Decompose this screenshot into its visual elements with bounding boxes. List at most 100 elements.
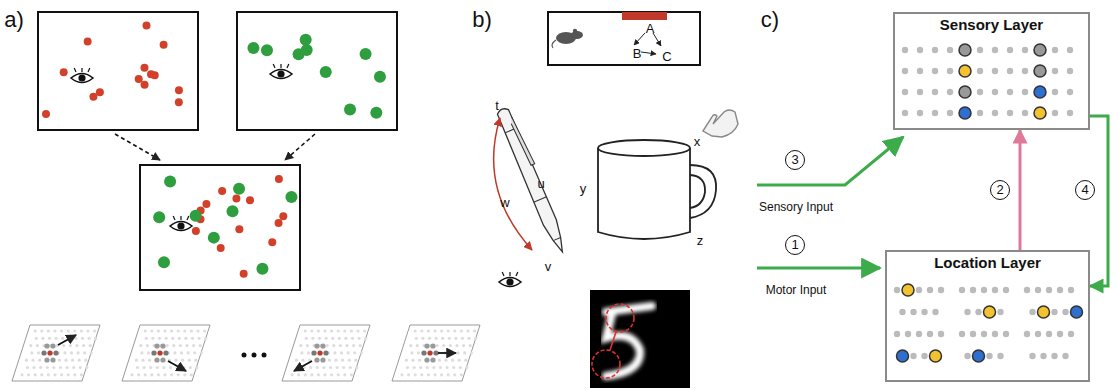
cell-dot (1034, 86, 1046, 98)
feature-dot (256, 263, 268, 275)
grid-cell-tile (122, 325, 210, 381)
feature-dot (320, 66, 332, 78)
cell-dot (932, 47, 938, 53)
point-label: t (495, 98, 499, 113)
cell-dot (986, 353, 992, 359)
scan-arc (494, 118, 532, 250)
cell-dot (1052, 110, 1058, 116)
feature-dot (96, 88, 104, 96)
cell-dot (981, 287, 987, 293)
cell-dot (1062, 309, 1068, 315)
cell-dot (917, 110, 923, 116)
cell-dot (959, 331, 965, 337)
cell-dot (932, 110, 938, 116)
cell-dot (1067, 47, 1073, 53)
cell-dot (1022, 47, 1028, 53)
feature-dot (247, 42, 259, 54)
feature-dot (202, 200, 210, 208)
feature-dot (143, 21, 151, 29)
feature-dot (235, 225, 243, 233)
pen (495, 106, 570, 255)
cell-dot (1068, 287, 1074, 293)
cell-dot (977, 110, 983, 116)
cell-dot (902, 68, 908, 74)
feature-dot (89, 93, 97, 101)
signal-arrow (1019, 130, 1022, 250)
cell-dot (1024, 287, 1030, 293)
cell-dot (1052, 89, 1058, 95)
feature-dot (153, 211, 165, 223)
feature-dot (268, 238, 276, 246)
digit-image (590, 290, 690, 388)
feature-dot (275, 219, 283, 227)
feature-dot (140, 64, 148, 72)
cell-dot (932, 68, 938, 74)
cell-dot (938, 287, 944, 293)
point-label: u (537, 176, 544, 191)
feature-dot (227, 205, 239, 217)
cell-dot (1067, 68, 1073, 74)
cell-dot (964, 309, 970, 315)
point-label: x (694, 134, 701, 149)
point-label: C (662, 49, 671, 64)
feature-dot (135, 75, 143, 83)
cell-dot (992, 110, 998, 116)
feature-dot (246, 196, 254, 204)
panel-label: a) (4, 7, 24, 33)
point-label: v (545, 259, 552, 274)
cell-dot (947, 68, 953, 74)
layer-title: Sensory Layer (895, 14, 1088, 33)
feature-dot (360, 48, 372, 60)
cell-dot (1007, 47, 1013, 53)
eye-icon (71, 68, 93, 83)
feature-dot (285, 191, 297, 203)
cell-dot (899, 309, 905, 315)
feature-dot (374, 71, 386, 83)
cell-dot (992, 287, 998, 293)
panel-label: b) (472, 7, 492, 33)
cell-dot (921, 353, 927, 359)
cell-dot (992, 47, 998, 53)
pointing-hand (703, 110, 738, 137)
callout-number: 3 (785, 150, 805, 170)
cell-dot (916, 287, 922, 293)
callout-number: 2 (990, 180, 1010, 200)
cell-dot (997, 353, 1003, 359)
cell-dot (959, 65, 971, 77)
cell-dot (902, 110, 908, 116)
feature-dot (158, 256, 170, 268)
feature-dot (164, 175, 176, 187)
cell-dot (959, 86, 971, 98)
cue-bar (622, 12, 667, 20)
eye-icon (499, 272, 521, 287)
feature-dot (208, 232, 220, 244)
cell-dot (1057, 287, 1063, 293)
cell-dot (916, 331, 922, 337)
cell-dot (959, 287, 965, 293)
feature-dot (190, 210, 202, 222)
cell-dot (1029, 353, 1035, 359)
cell-dot (1062, 353, 1068, 359)
cell-dot (1007, 89, 1013, 95)
cell-dot (1029, 309, 1035, 315)
point-label: B (633, 46, 642, 61)
panel-label: c) (761, 7, 779, 33)
cell-dot (1046, 331, 1052, 337)
feature-dot (217, 244, 225, 252)
cell-dot (992, 68, 998, 74)
callout-number: 1 (785, 235, 805, 255)
cell-dot (1067, 110, 1073, 116)
feature-dot (261, 44, 273, 56)
cell-dot (902, 89, 908, 95)
cell-dot (975, 309, 981, 315)
cell-dot (1007, 110, 1013, 116)
cell-dot (927, 287, 933, 293)
eye-icon (170, 216, 192, 231)
cell-dot (1024, 331, 1030, 337)
cell-dot (932, 89, 938, 95)
cell-dot (947, 89, 953, 95)
cell-dot (992, 331, 998, 337)
input-label: Sensory Input (759, 200, 833, 214)
